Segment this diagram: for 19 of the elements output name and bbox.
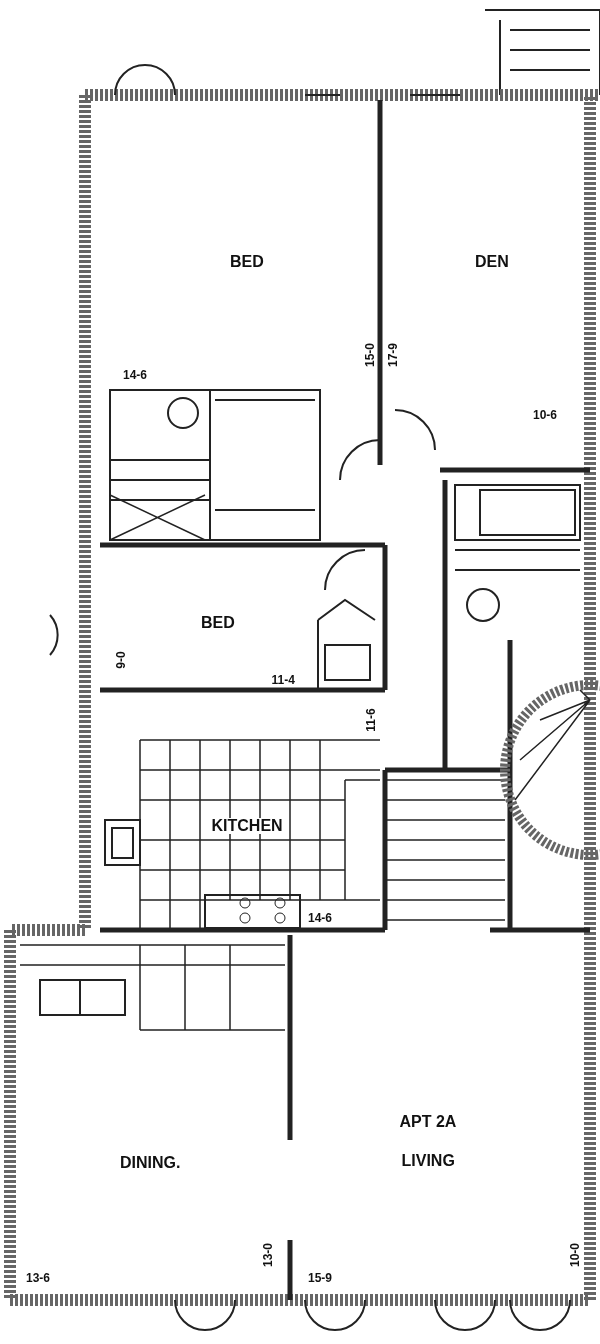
dimension-label: 13-0 bbox=[262, 1243, 274, 1267]
dimension-label: 10-0 bbox=[569, 1243, 581, 1267]
dimension-label: 11-6 bbox=[364, 708, 377, 732]
dimension-label: 9-0 bbox=[114, 651, 127, 669]
dimension-label: 14-6 bbox=[308, 912, 333, 924]
room-label: KITCHEN bbox=[211, 818, 283, 834]
dimension-label: 15-9 bbox=[308, 1272, 333, 1284]
room-label: BED bbox=[201, 615, 235, 631]
room-label: DEN bbox=[475, 254, 509, 270]
dimension-label: 11-4 bbox=[271, 674, 295, 686]
dimension-label: 13-6 bbox=[26, 1272, 51, 1284]
room-label: BED bbox=[230, 254, 264, 270]
room-label: LIVING bbox=[401, 1153, 455, 1169]
dimension-label: 15-0 bbox=[364, 343, 376, 367]
dimension-label: 17-9 bbox=[387, 343, 399, 367]
dimension-label: 14-6 bbox=[123, 369, 148, 381]
room-label: DINING. bbox=[120, 1155, 181, 1171]
room-label: APT 2A bbox=[399, 1114, 457, 1130]
dimension-label: 10-6 bbox=[533, 409, 558, 421]
